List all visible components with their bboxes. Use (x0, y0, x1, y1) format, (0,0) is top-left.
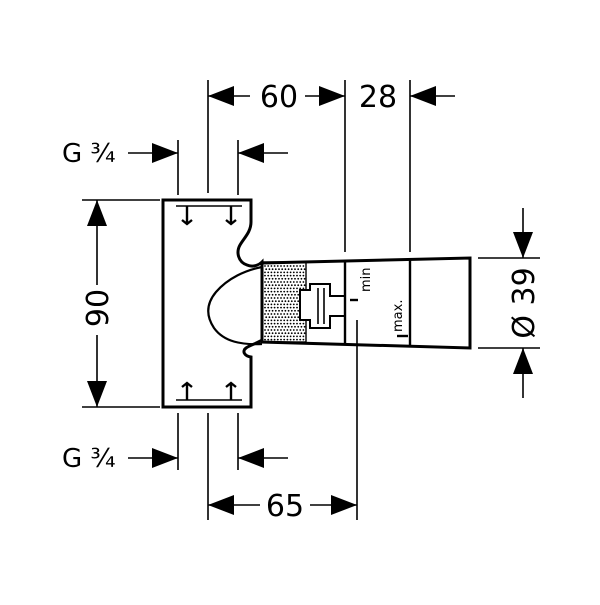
dimension-diameter-label: Ø 39 (507, 267, 542, 338)
arrow-left-icon (238, 448, 264, 468)
dimension-65: 65 (208, 489, 357, 524)
dimension-28: 28 (359, 80, 455, 115)
arrow-down-icon (87, 381, 107, 407)
inlet-top-marks (176, 205, 242, 226)
arrow-right-icon (331, 495, 357, 515)
dimension-diameter-39: Ø 39 (507, 208, 542, 398)
thread-top: G ¾ (62, 139, 288, 169)
max-label: max. (391, 300, 406, 332)
arrow-left-icon (208, 495, 234, 515)
dimension-90-label: 90 (81, 289, 116, 327)
thread-bottom-label: G ¾ (62, 444, 116, 474)
extension-lines (82, 80, 540, 520)
arrow-up-icon (87, 200, 107, 226)
arrow-right-icon (152, 143, 178, 163)
dimension-65-label: 65 (266, 489, 304, 524)
thread-bottom: G ¾ (62, 444, 288, 474)
dimension-60: 60 (208, 80, 345, 115)
arrow-right-icon (319, 86, 345, 106)
dimension-28-label: 28 (359, 80, 397, 115)
inlet-bottom-marks (176, 381, 242, 401)
extension-sleeve: min max. (260, 256, 472, 350)
arrow-down-icon (513, 232, 533, 258)
dimension-60-label: 60 (260, 80, 298, 115)
arrow-left-icon (238, 143, 264, 163)
min-label: min (359, 267, 374, 292)
valve-body (161, 198, 264, 409)
arrow-left-icon (208, 86, 234, 106)
arrow-right-icon (152, 448, 178, 468)
arrow-up-icon (513, 348, 533, 374)
dimension-90: 90 (81, 200, 116, 407)
thread-top-label: G ¾ (62, 139, 116, 169)
thread-section (261, 261, 346, 343)
